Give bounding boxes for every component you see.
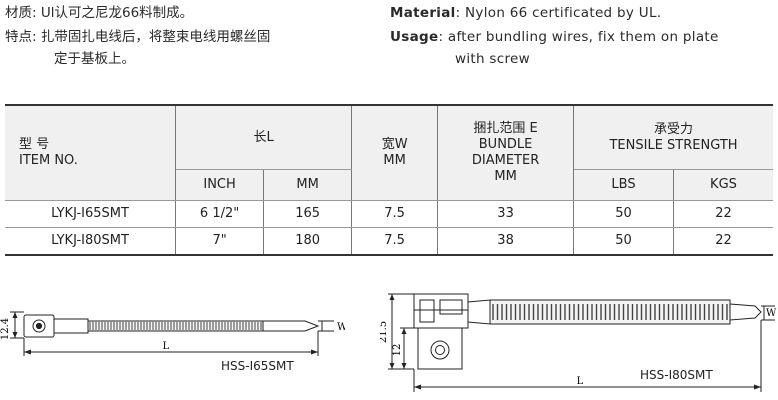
header-mm: MM xyxy=(263,169,353,201)
dim-length-right: L xyxy=(577,376,584,387)
cell-inch: 7" xyxy=(175,227,265,256)
spec-en-usage-line1: : after bundling wires, fix them on plat… xyxy=(438,29,719,45)
spec-cn-usage-line2: 定于基板上。 xyxy=(54,51,135,67)
spec-en-usage: Usage: after bundling wires, fix them on… xyxy=(390,28,719,46)
header-item-cn: 型 号 xyxy=(19,137,50,152)
cell-bundle: 38 xyxy=(437,227,575,256)
cell-mm: 180 xyxy=(263,227,353,256)
spec-cn-usage-line1: 扎带固扎电线后，将整束电线用螺丝固 xyxy=(40,29,271,45)
spec-table: 型 号 ITEM NO. 长L 宽W MM 捆扎范围 E BUNDLE DIAM… xyxy=(5,104,773,256)
cell-bundle: 33 xyxy=(437,200,575,228)
dim-height-right: 21.5 xyxy=(380,321,389,343)
spec-cn-material-text: Ul认可之尼龙66料制成。 xyxy=(40,5,194,21)
spec-cn-usage: 特点: 扎带固扎电线后，将整束电线用螺丝固 xyxy=(5,28,270,46)
header-bundle-unit: MM xyxy=(494,169,517,184)
header-width: 宽W MM xyxy=(351,104,439,201)
header-length: 长L xyxy=(175,104,353,170)
cell-lbs: 50 xyxy=(573,227,674,256)
cell-kgs: 22 xyxy=(673,227,773,256)
header-inch: INCH xyxy=(175,169,265,201)
spec-cn-usage-label: 特点: xyxy=(5,29,37,45)
spec-en-usage-label: Usage xyxy=(390,29,439,45)
spec-en-material-text: : Nylon 66 certificated by UL. xyxy=(455,5,662,21)
header-width-unit: MM xyxy=(383,153,406,168)
cell-kgs: 22 xyxy=(673,200,773,228)
drawing-left: 12.4 W L xyxy=(0,311,345,356)
spec-en-usage-line2: with screw xyxy=(455,51,530,67)
spec-cn-material: 材质: Ul认可之尼龙66料制成。 xyxy=(5,4,193,22)
header-bundle-cn: 捆扎范围 E xyxy=(473,121,538,136)
header-tensile: 承受力 TENSILE STRENGTH xyxy=(573,104,773,170)
spec-en-material: Material: Nylon 66 certificated by UL. xyxy=(390,4,661,22)
header-bundle: 捆扎范围 E BUNDLE DIAMETER MM xyxy=(437,104,575,201)
model-label-right: HSS-I80SMT xyxy=(640,368,713,382)
header-width-cn: 宽W xyxy=(381,137,408,152)
cell-lbs: 50 xyxy=(573,200,674,228)
dim-width-right: W xyxy=(766,308,777,319)
header-kgs: KGS xyxy=(673,169,773,201)
cell-item: LYKJ-I65SMT xyxy=(5,200,177,228)
header-item-en: ITEM NO. xyxy=(19,153,78,168)
table-row: LYKJ-I65SMT 6 1/2" 165 7.5 33 50 22 xyxy=(5,200,773,228)
table-row: LYKJ-I80SMT 7" 180 7.5 38 50 22 xyxy=(5,227,773,256)
dim-width-left: W xyxy=(337,322,345,333)
dim-length-left: L xyxy=(163,341,170,352)
header-tensile-en: TENSILE STRENGTH xyxy=(609,137,738,153)
model-label-left: HSS-I65SMT xyxy=(221,359,294,373)
spec-en-material-label: Material xyxy=(390,5,456,21)
header-tensile-cn: 承受力 xyxy=(654,121,694,137)
cell-width: 7.5 xyxy=(351,227,439,256)
header-bundle-en1: BUNDLE xyxy=(478,137,533,152)
cell-item: LYKJ-I80SMT xyxy=(5,227,177,256)
header-bundle-en2: DIAMETER xyxy=(471,153,540,168)
header-item: 型 号 ITEM NO. xyxy=(5,104,177,201)
cell-mm: 165 xyxy=(263,200,353,228)
spec-cn-material-label: 材质: xyxy=(5,5,37,21)
dim-height-left: 12.4 xyxy=(0,318,11,340)
dim-mount-right: 12 xyxy=(392,344,403,357)
cell-inch: 6 1/2" xyxy=(175,200,265,228)
cell-width: 7.5 xyxy=(351,200,439,228)
drawing-right: 21.5 12 W L xyxy=(380,293,777,392)
header-lbs: LBS xyxy=(573,169,674,201)
